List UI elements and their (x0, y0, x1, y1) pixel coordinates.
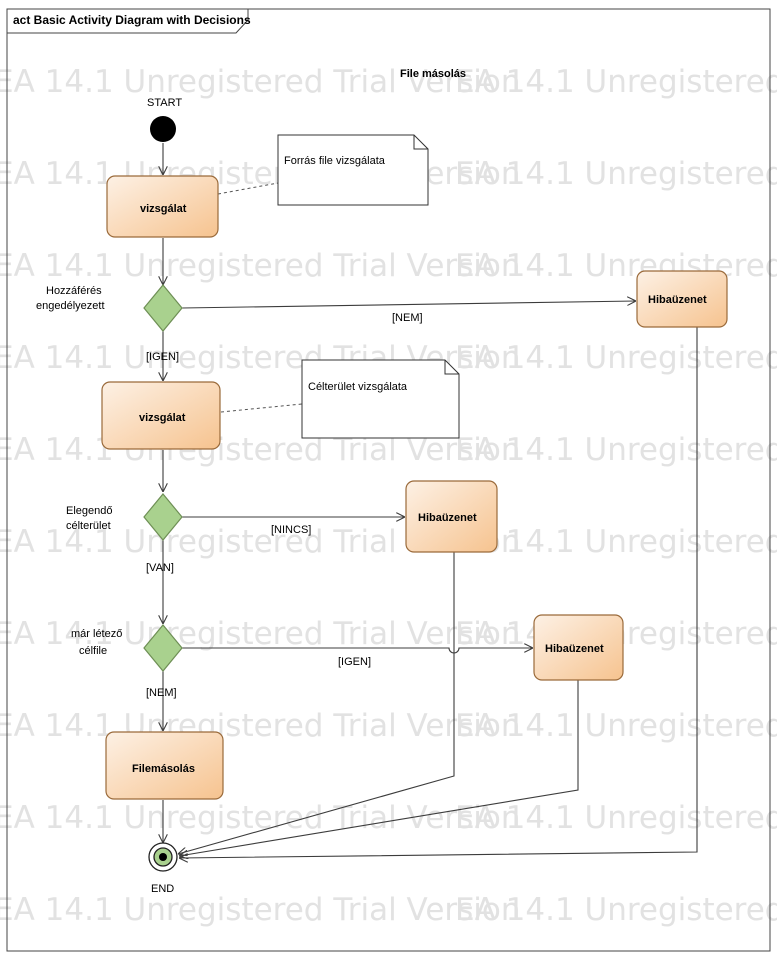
decision-label: célfile (79, 645, 107, 657)
flow-decision1-error1 (181, 301, 636, 309)
decision-label: Elegendő (66, 505, 113, 517)
diagram-frame (6, 8, 771, 952)
action-filemasolas (105, 731, 224, 800)
watermark: EA 14.1 Unregistered Trial Version (455, 64, 777, 100)
end-label: END (151, 883, 174, 895)
watermark: EA 14.1 Unregistered Trial Version (0, 616, 521, 652)
action-label: Hibaüzenet (648, 294, 707, 306)
decision-hozzaferes (143, 284, 183, 332)
decision-label: Hozzáférés (46, 285, 102, 297)
watermark: EA 14.1 Unregistered Trial Version (455, 432, 777, 468)
action-hibauzenet-1 (636, 270, 728, 328)
note-text: Forrás file vizsgálata (284, 155, 386, 167)
action-vizsgalat-2 (101, 381, 221, 450)
watermark: EA 14.1 Unregistered Trial Version (455, 156, 777, 192)
guard-label: [NINCS] (271, 524, 311, 536)
watermark: EA 14.1 Unregistered Trial Version (455, 708, 777, 744)
note-fold (444, 360, 459, 375)
flow-error2-end (178, 552, 455, 854)
watermark: EA 14.1 Unregistered Trial Version (0, 800, 521, 836)
action-hibauzenet-2 (405, 480, 498, 553)
watermark: EA 14.1 Unregistered Trial Version (0, 248, 521, 284)
flow-error3-end (179, 680, 579, 856)
guard-label: [IGEN] (146, 351, 179, 363)
note-text: Célterület vizsgálata (308, 381, 408, 393)
watermark: EA 14.1 Unregistered Trial Version (0, 64, 521, 100)
watermark: EA 14.1 Unregistered Trial Version (455, 892, 777, 928)
decision-elegendo (143, 493, 183, 541)
end-node-core (159, 853, 167, 861)
decision-label: már létező (71, 628, 122, 640)
frame-title: act Basic Activity Diagram with Decision… (13, 13, 251, 27)
guard-label: [VAN] (146, 562, 174, 574)
decision-letezo (143, 624, 183, 672)
action-hibauzenet-3 (533, 614, 624, 681)
action-label: Hibaüzenet (545, 643, 604, 655)
action-label: vizsgálat (140, 203, 187, 215)
action-label: Filemásolás (132, 763, 195, 775)
note-forras (277, 134, 429, 206)
note-anchor-1 (217, 182, 279, 195)
guard-label: [NEM] (392, 312, 423, 324)
decision-label: célterület (66, 520, 111, 532)
watermark: EA 14.1 Unregistered Trial Version (0, 892, 521, 928)
action-label: Hibaüzenet (418, 512, 477, 524)
watermark: EA 14.1 Unregistered Trial Version (455, 248, 777, 284)
action-label: vizsgálat (139, 412, 186, 424)
guard-label: [NEM] (146, 687, 177, 699)
watermark: EA 14.1 Unregistered Trial Version (455, 524, 777, 560)
start-label: START (147, 97, 182, 109)
action-vizsgalat-1 (106, 175, 219, 238)
note-celterulet (301, 359, 460, 439)
note-anchor-2 (220, 403, 303, 413)
watermark-layer: EA 14.1 Unregistered Trial Version EA 14… (0, 64, 777, 928)
control-flows (163, 143, 698, 858)
guard-label: [IGEN] (338, 656, 371, 668)
watermark: EA 14.1 Unregistered Trial Version (455, 340, 777, 376)
watermark: EA 14.1 Unregistered Trial Version (455, 800, 777, 836)
start-node (150, 116, 176, 142)
watermark: EA 14.1 Unregistered Trial Version (0, 708, 521, 744)
diagram-title: File másolás (400, 68, 466, 80)
flow-error1-end (179, 327, 698, 858)
note-fold (413, 135, 428, 150)
frame-tab (6, 8, 249, 34)
decision-label: engedélyezett (36, 300, 105, 312)
